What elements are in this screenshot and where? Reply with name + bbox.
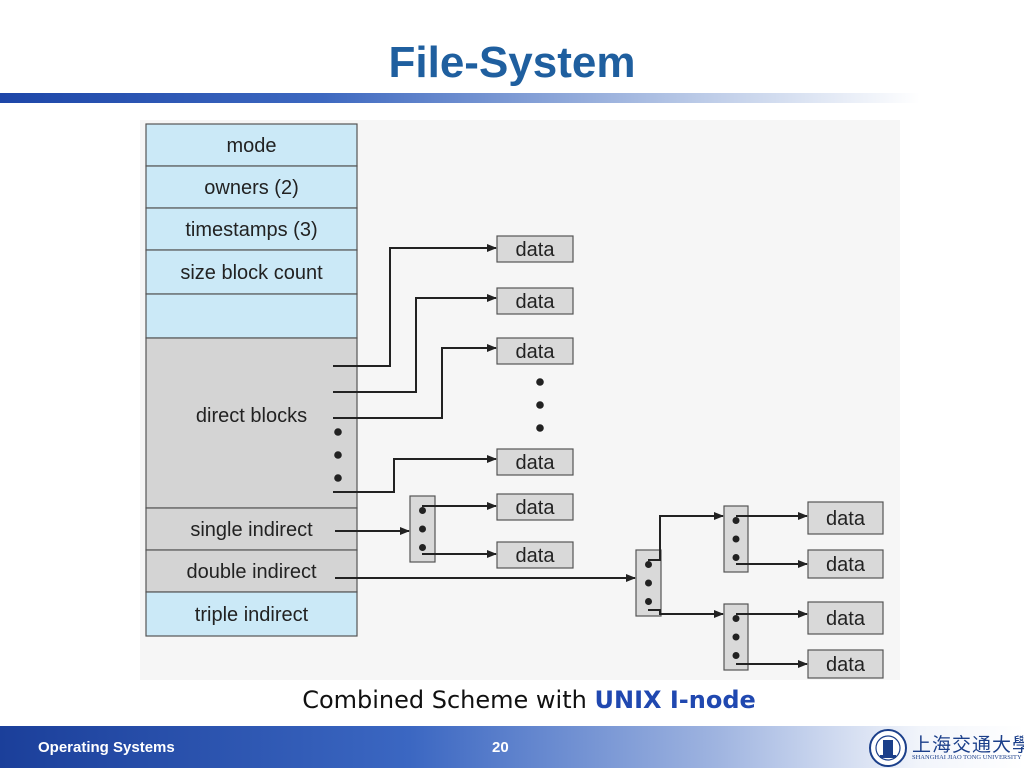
university-name-english: SHANGHAI JIAO TONG UNIVERSITY (912, 754, 1022, 761)
data-block-label: data (516, 291, 556, 313)
data-block (807, 549, 884, 579)
inode-field-label: owners (2) (204, 177, 298, 199)
inode-row-4 (145, 293, 358, 339)
inode-field-label: triple indirect (195, 604, 309, 626)
index-dot (645, 561, 652, 569)
ellipsis-dot (536, 424, 544, 432)
pointer-arrow (648, 609, 724, 618)
data-block (807, 601, 884, 635)
data-block (496, 541, 574, 569)
figure-caption: Combined Scheme with UNIX I-node (0, 686, 1024, 714)
inode-row-2 (145, 207, 358, 251)
university-name-chinese: 上海交通大學 (912, 734, 1024, 756)
university-seal-icon (869, 729, 907, 767)
data-block-label: data (826, 554, 866, 576)
index-dot (419, 543, 426, 551)
ellipsis-dot (334, 428, 342, 436)
index-dot (645, 579, 652, 587)
ellipsis-dot (334, 451, 342, 459)
index-dot (732, 517, 740, 525)
pointer-arrow (333, 344, 497, 419)
footer-bar: Operating Systems 20 (0, 726, 1024, 768)
data-block-label: data (516, 239, 556, 261)
inode-field-label: direct blocks (196, 405, 307, 427)
data-block (496, 493, 574, 521)
pointer-arrow (648, 512, 724, 561)
index-dot (732, 651, 740, 659)
pointer-arrow (333, 244, 497, 367)
ellipsis-dot (536, 401, 544, 409)
data-block-label: data (826, 608, 866, 630)
data-block-label: data (516, 452, 556, 474)
inode-row-3 (145, 249, 358, 295)
ellipsis-dot (334, 474, 342, 482)
footer-course-title: Operating Systems (38, 739, 175, 756)
inode-field-label: single indirect (190, 519, 313, 541)
inode-field-label: size block count (180, 262, 323, 284)
inode-row-0 (145, 123, 358, 167)
title-underline-bar (0, 93, 920, 103)
inode-row-5 (145, 337, 358, 509)
footer-page-number: 20 (492, 739, 509, 756)
inode-row-8 (145, 591, 358, 637)
caption-prefix: Combined Scheme with (302, 686, 587, 714)
data-block (496, 235, 574, 263)
index-dot (732, 615, 740, 623)
inode-field-label: mode (226, 135, 276, 157)
index-dot (419, 525, 426, 533)
index-dot (732, 553, 740, 561)
data-block-label: data (516, 545, 556, 567)
index-dot (732, 633, 740, 641)
caption-highlight: UNIX I-node (594, 686, 756, 714)
inode-row-1 (145, 165, 358, 209)
data-block (807, 649, 884, 679)
index-dot (732, 535, 740, 543)
data-block (496, 448, 574, 476)
inode-field-label: double indirect (186, 561, 317, 583)
pointer-arrow (333, 294, 497, 393)
data-block (807, 501, 884, 535)
data-block (496, 287, 574, 315)
university-logo: 上海交通大學 SHANGHAI JIAO TONG UNIVERSITY (868, 728, 1024, 768)
pointer-arrow (333, 455, 497, 493)
data-block-label: data (516, 497, 556, 519)
index-dot (419, 507, 426, 515)
inode-row-6 (145, 507, 358, 551)
ellipsis-dot (536, 378, 544, 386)
data-block (496, 337, 574, 365)
inode-field-label: timestamps (3) (185, 219, 317, 241)
data-block-label: data (516, 341, 556, 363)
index-dot (645, 597, 652, 605)
data-block-label: data (826, 654, 866, 676)
data-block-label: data (826, 508, 866, 530)
slide-title: File-System (388, 38, 636, 87)
